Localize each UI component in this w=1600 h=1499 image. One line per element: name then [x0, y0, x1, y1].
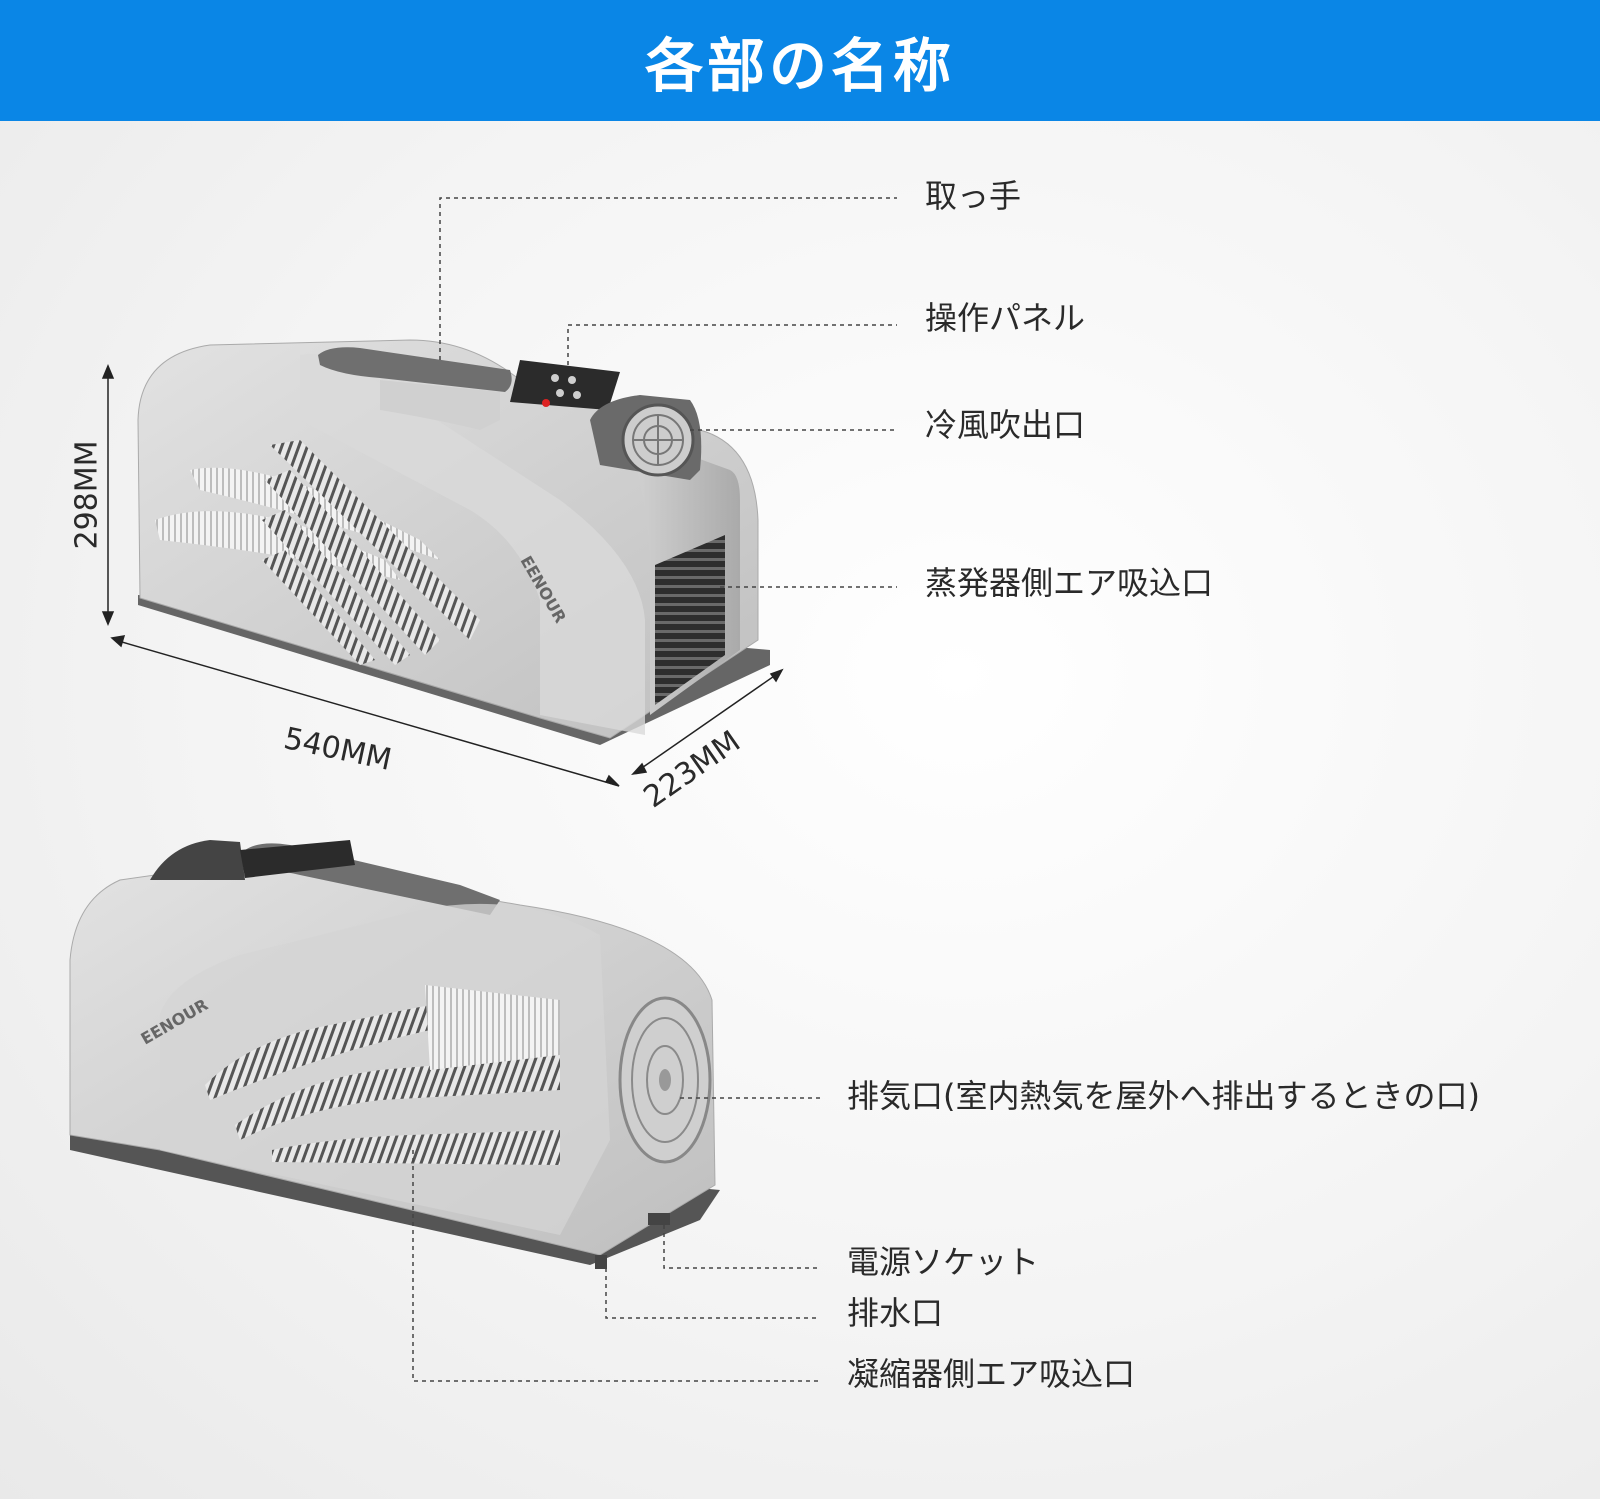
- bottom-unit: EENOUR: [69, 840, 720, 1269]
- evaporator-grille: [655, 535, 725, 705]
- height-dimension: 298MM: [69, 440, 105, 550]
- drain-port: [595, 1255, 607, 1269]
- label-condenser-intake: 凝縮器側エア吸込口: [847, 1355, 1136, 1393]
- power-socket: [648, 1213, 670, 1225]
- label-cold-air-outlet: 冷風吹出口: [925, 406, 1086, 444]
- label-drain: 排水口: [847, 1294, 944, 1332]
- label-handle: 取っ手: [925, 177, 1022, 215]
- label-power-socket: 電源ソケット: [847, 1243, 1040, 1281]
- page-title: 各部の名称: [644, 31, 955, 100]
- label-exhaust: 排気口(室内熱気を屋外へ排出するときの口): [847, 1077, 1480, 1115]
- label-control-panel: 操作パネル: [925, 299, 1086, 337]
- product-illustration: EENOUR: [69, 197, 897, 1382]
- header-bar: 各部の名称: [0, 0, 1600, 121]
- control-panel: [510, 360, 620, 410]
- top-unit: EENOUR: [101, 339, 784, 787]
- label-evaporator-intake: 蒸発器側エア吸込口: [925, 564, 1214, 602]
